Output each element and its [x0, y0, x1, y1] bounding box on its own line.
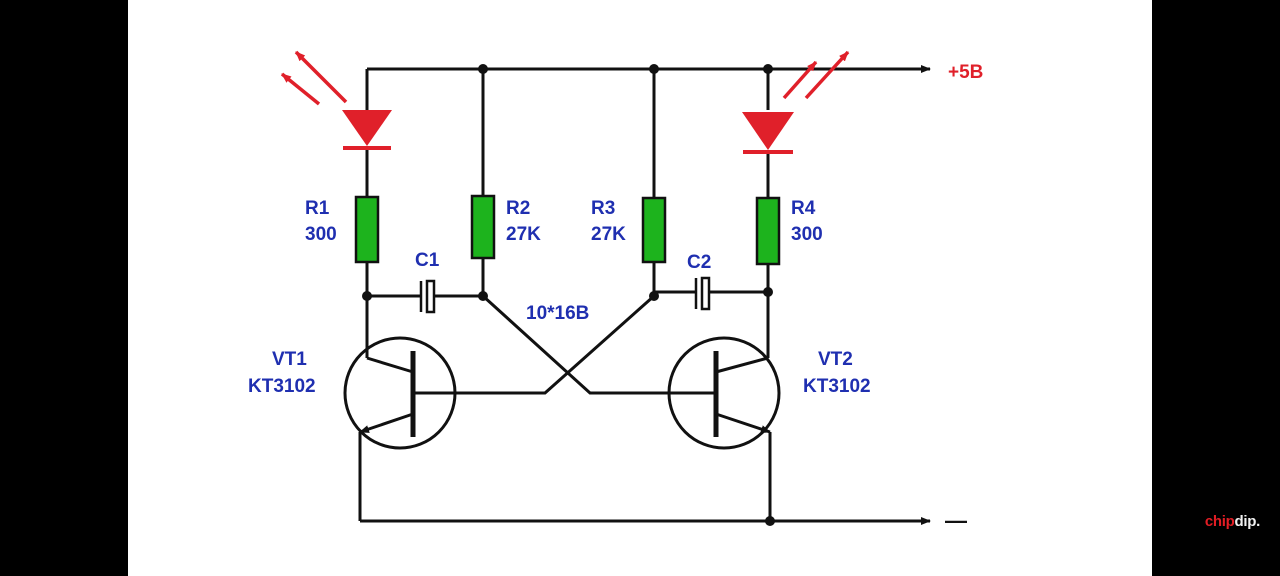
r4-name: R4	[791, 198, 816, 219]
ground-label: —	[945, 508, 967, 533]
vt1-type: KT3102	[248, 376, 316, 397]
resistor-r3	[641, 196, 667, 264]
r2-name: R2	[506, 198, 530, 219]
wires	[358, 65, 931, 525]
vt2-name: VT2	[818, 349, 853, 370]
capacitor-c2	[694, 276, 711, 311]
vt2-type: KT3102	[803, 376, 871, 397]
c1-name: C1	[415, 250, 440, 271]
supply-label: +5В	[948, 62, 983, 83]
transistor-vt1	[343, 336, 457, 450]
c2-name: C2	[687, 252, 711, 273]
watermark-logo: chipdip.	[1204, 513, 1260, 530]
r2-value: 27K	[506, 224, 541, 245]
capacitor-c1	[419, 279, 436, 314]
r1-name: R1	[305, 198, 330, 219]
r1-value: 300	[305, 224, 337, 245]
transistor-vt2	[667, 336, 781, 450]
resistors	[354, 194, 781, 266]
r3-value: 27K	[591, 224, 626, 245]
led-left	[280, 50, 392, 150]
junctions	[362, 64, 775, 526]
resistor-r4	[755, 196, 781, 266]
schematic-canvas	[128, 0, 1152, 576]
vt1-name: VT1	[272, 349, 307, 370]
led-right	[742, 50, 850, 154]
resistor-r1	[354, 195, 380, 264]
r3-name: R3	[591, 198, 615, 219]
r4-value: 300	[791, 224, 823, 245]
cap-note: 10*16В	[526, 303, 589, 324]
resistor-r2	[470, 194, 496, 260]
